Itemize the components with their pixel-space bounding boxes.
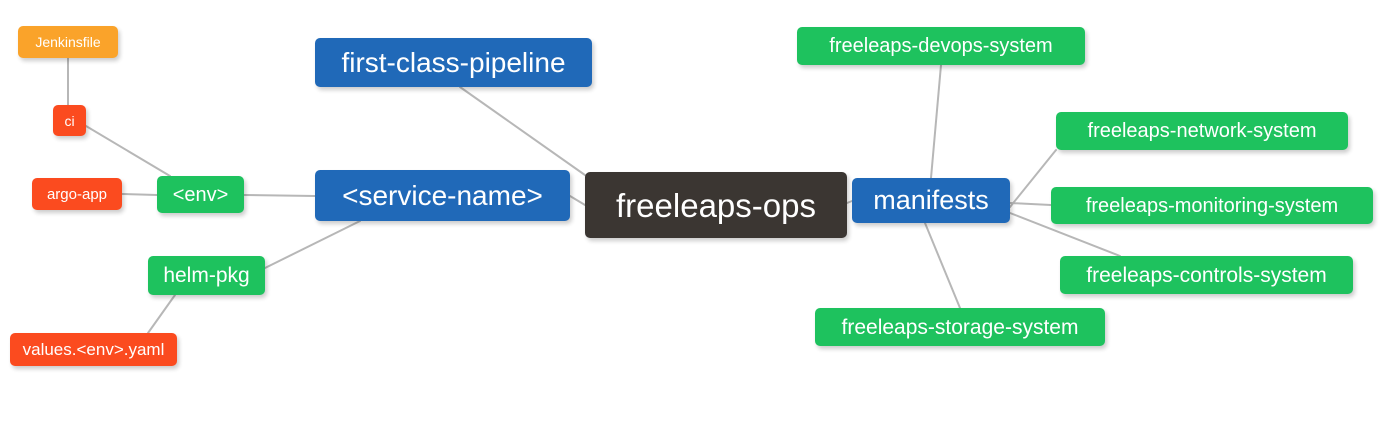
node-label-freeleaps-devops-system: freeleaps-devops-system: [829, 35, 1053, 57]
node-label-service-name: <service-name>: [342, 179, 543, 211]
node-label-freeleaps-controls-system: freeleaps-controls-system: [1086, 263, 1327, 287]
node-freeleaps-storage-system[interactable]: freeleaps-storage-system: [815, 308, 1105, 346]
node-label-freeleaps-storage-system: freeleaps-storage-system: [841, 315, 1079, 339]
node-label-env: <env>: [172, 183, 229, 206]
node-label-helm-pkg: helm-pkg: [163, 264, 250, 287]
node-service-name[interactable]: <service-name>: [315, 170, 570, 221]
edge-manifests-to-freeleaps-storage-system: [924, 222, 961, 309]
node-label-first-class-pipeline: first-class-pipeline: [341, 46, 566, 78]
node-label-freeleaps-network-system: freeleaps-network-system: [1087, 120, 1317, 142]
node-label-ci: ci: [64, 112, 75, 129]
node-freeleaps-network-system[interactable]: freeleaps-network-system: [1056, 112, 1348, 150]
edge-service-name-to-env: [243, 194, 316, 197]
edge-env-to-ci: [85, 125, 171, 177]
edge-manifests-to-freeleaps-monitoring-system: [1009, 202, 1052, 206]
node-values-env-yaml[interactable]: values.<env>.yaml: [10, 333, 177, 366]
edge-helm-pkg-to-values-env-yaml: [147, 294, 176, 334]
edge-freeleaps-ops-to-service-name: [569, 195, 586, 206]
edge-manifests-to-freeleaps-devops-system: [930, 64, 942, 179]
node-label-values-env-yaml: values.<env>.yaml: [22, 340, 165, 359]
node-argo-app[interactable]: argo-app: [32, 178, 122, 210]
node-helm-pkg[interactable]: helm-pkg: [148, 256, 265, 295]
edge-manifests-to-freeleaps-network-system: [1009, 149, 1057, 208]
node-ci[interactable]: ci: [53, 105, 86, 136]
edge-freeleaps-ops-to-first-class-pipeline: [459, 86, 593, 181]
node-label-freeleaps-monitoring-system: freeleaps-monitoring-system: [1085, 194, 1339, 217]
node-label-freeleaps-ops: freeleaps-ops: [616, 186, 816, 224]
node-freeleaps-controls-system[interactable]: freeleaps-controls-system: [1060, 256, 1353, 294]
node-label-argo-app: argo-app: [46, 185, 108, 203]
edge-service-name-to-helm-pkg: [264, 220, 361, 269]
node-freeleaps-ops[interactable]: freeleaps-ops: [585, 172, 847, 238]
node-jenkinsfile[interactable]: Jenkinsfile: [18, 26, 118, 58]
node-manifests[interactable]: manifests: [852, 178, 1010, 223]
edge-env-to-argo-app: [121, 193, 158, 196]
node-freeleaps-monitoring-system[interactable]: freeleaps-monitoring-system: [1051, 187, 1373, 224]
node-label-jenkinsfile: Jenkinsfile: [35, 34, 101, 50]
node-label-manifests: manifests: [873, 185, 989, 215]
node-first-class-pipeline[interactable]: first-class-pipeline: [315, 38, 592, 87]
node-freeleaps-devops-system[interactable]: freeleaps-devops-system: [797, 27, 1085, 65]
node-env[interactable]: <env>: [157, 176, 244, 213]
